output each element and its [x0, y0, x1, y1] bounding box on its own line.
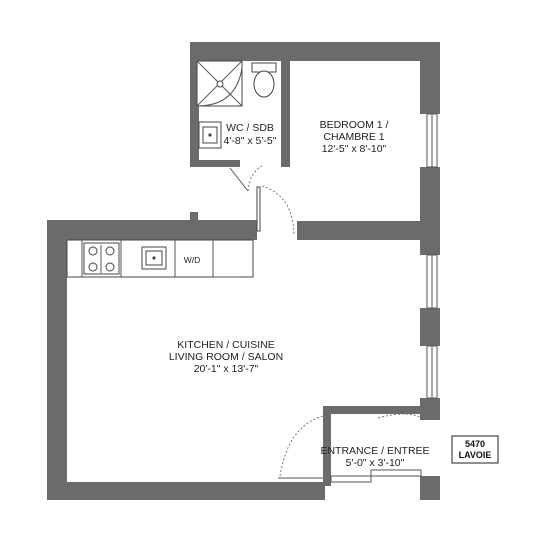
kitchen-name-1: KITCHEN / CUISINE	[177, 339, 274, 351]
wall-hall-left	[190, 212, 198, 222]
wall-right-lower	[420, 308, 440, 346]
toilet-icon	[253, 70, 275, 98]
wall-bath-bottom	[190, 160, 240, 167]
washer-dryer-label: W/D	[184, 255, 201, 265]
door-entrance-swing	[279, 415, 324, 477]
wall-main-bottom	[47, 482, 325, 500]
room-labels: WC / SDB 4'-8" x 5'-5" BEDROOM 1 / CHAMB…	[169, 119, 430, 469]
bathroom-fixtures	[196, 60, 277, 149]
wall-entrance-left	[323, 406, 331, 486]
unit-tag: 5470 LAVOIE	[451, 435, 499, 464]
door-bath-leaf	[229, 167, 249, 192]
wall-right-mid	[420, 167, 440, 255]
entrance-name: ENTRANCE / ENTREE	[320, 445, 429, 457]
kitchen-dims: 20'-1" x 13'-7"	[194, 363, 259, 375]
wall-top	[190, 42, 440, 61]
unit-tag-number: 5470	[465, 439, 485, 449]
walls	[47, 42, 440, 500]
door-bedroom-swing	[261, 185, 295, 237]
wall-bedroom-bottom	[297, 221, 427, 240]
entrance-dims: 5'-0" x 3'-10"	[346, 457, 405, 469]
wc-name: WC / SDB	[226, 122, 274, 134]
entrance-threshold	[330, 469, 422, 483]
wall-main-top	[47, 220, 257, 240]
doors	[229, 165, 423, 479]
wall-bath-left	[190, 42, 199, 167]
kitchen-name-2: LIVING ROOM / SALON	[169, 351, 283, 363]
unit-tag-street: LAVOIE	[459, 450, 492, 460]
door-bath-swing	[247, 165, 263, 192]
door-closet-swing	[377, 413, 423, 419]
wall-main-left	[47, 220, 67, 500]
windows	[426, 113, 438, 399]
wall-entrance-bottom	[420, 476, 440, 500]
bedroom-dims: 12'-5" x 8'-10"	[322, 143, 387, 155]
bedroom-name-2: CHAMBRE 1	[323, 131, 384, 143]
wall-right-upper	[420, 42, 440, 114]
wall-entrance-top	[323, 406, 427, 414]
door-bedroom-leaf	[256, 186, 261, 232]
wc-dims: 4'-8" x 5'-5"	[224, 135, 277, 147]
wall-bath-right	[281, 42, 290, 167]
wall-right-bottom	[420, 398, 440, 420]
bedroom-name-1: BEDROOM 1 /	[320, 119, 389, 131]
kitchen-fixtures	[66, 239, 254, 278]
